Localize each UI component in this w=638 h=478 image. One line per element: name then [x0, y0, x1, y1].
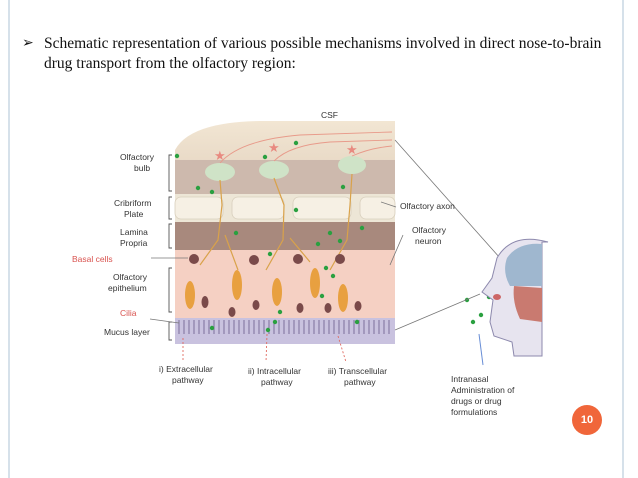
nasal-cavity-icon — [513, 286, 542, 322]
bullet-text: Schematic representation of various poss… — [44, 35, 602, 72]
csf-label: CSF — [321, 110, 338, 120]
mucus-layer-label: Mucus layer — [104, 327, 150, 337]
pathway-1-label-line2: pathway — [172, 375, 204, 385]
glomerulus — [205, 163, 235, 181]
intranasal-label-line2: Administration of — [451, 385, 515, 395]
slide-bullet: ➢ Schematic representation of various po… — [22, 34, 612, 74]
cribriform-label-line2: Plate — [124, 209, 144, 219]
pathway-2-label-line1: ii) Intracellular — [248, 366, 301, 376]
olfactory-neurons — [185, 268, 348, 312]
pathway-3-label-line2: pathway — [344, 377, 376, 387]
olfactory-bulb-label-line1: Olfactory — [120, 152, 155, 162]
layer-brackets — [168, 154, 172, 341]
intranasal-label-line3: drugs or drug — [451, 396, 502, 406]
pathway-1-label-line1: i) Extracellular — [159, 364, 213, 374]
axon-lines — [219, 131, 393, 164]
basal-cells-label: Basal cells — [72, 254, 113, 264]
frame-line-left — [8, 0, 10, 478]
lamina-label-line1: Lamina — [120, 227, 148, 237]
mitral-cell-icon: ★ — [268, 140, 280, 155]
cribriform-label-line1: Cribriform — [114, 198, 151, 208]
epithelium-label-line1: Olfactory — [113, 272, 148, 282]
cilia-lines — [178, 320, 390, 334]
brain-icon — [505, 243, 542, 286]
lamina-propria-band — [175, 222, 395, 250]
basal-cells — [189, 254, 362, 317]
mitral-cell-icon: ★ — [214, 148, 226, 163]
glomerulus — [338, 156, 366, 174]
olfactory-neuron-label-line2: neuron — [415, 236, 442, 246]
pathway-2-label-line2: pathway — [261, 377, 293, 387]
intranasal-label-line4: formulations — [451, 407, 497, 417]
mucus-layer-band — [175, 318, 395, 344]
pathway-3-label-line1: iii) Transcellular — [328, 366, 387, 376]
nostril-icon — [493, 294, 501, 300]
csf-region — [175, 121, 395, 165]
bullet-arrow-icon: ➢ — [22, 36, 34, 51]
olfactory-bulb-label-line2: bulb — [134, 163, 150, 173]
olfactory-neuron-label-line1: Olfactory — [412, 225, 447, 235]
olfactory-axon-label: Olfactory axon — [400, 201, 455, 211]
glomerulus — [259, 161, 289, 179]
pointer-lines — [149, 139, 501, 331]
epithelium-label-line2: epithelium — [108, 283, 147, 293]
pathway-lines — [182, 333, 347, 363]
frame-line-right — [622, 0, 624, 478]
cilia-label: Cilia — [120, 308, 137, 318]
lamina-label-line2: Propria — [120, 238, 148, 248]
olfactory-epithelium-band — [175, 250, 395, 318]
page-number-badge: 10 — [572, 405, 602, 435]
neuron-axons — [199, 173, 353, 271]
administration-arrow — [478, 333, 484, 366]
mitral-cell-icon: ★ — [346, 142, 358, 157]
intranasal-label-line1: Intranasal — [451, 374, 488, 384]
